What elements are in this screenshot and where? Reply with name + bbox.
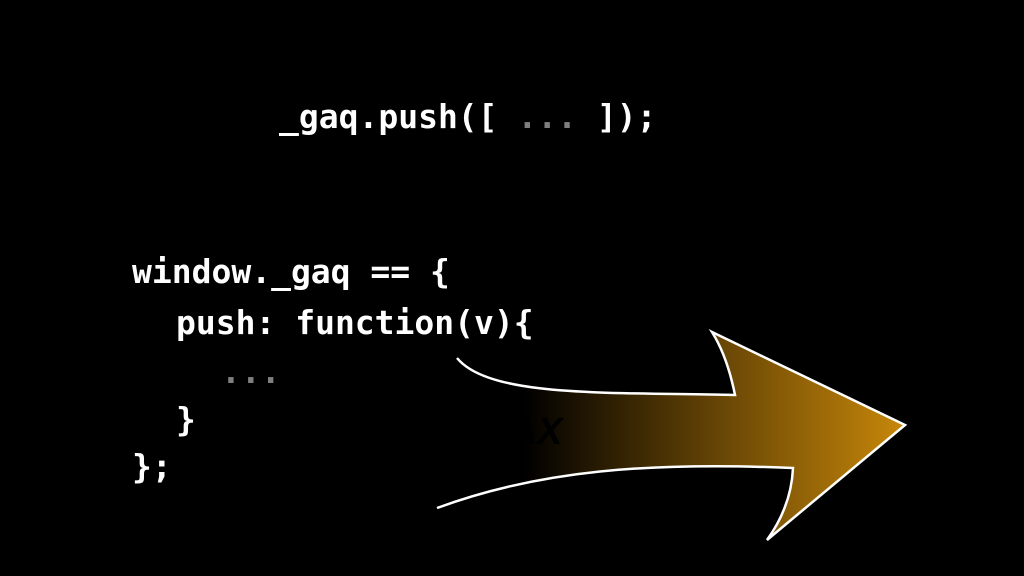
top-code-prefix: _gaq.push([	[279, 97, 518, 136]
code-line-window-gaq: window._gaq == {	[132, 252, 450, 291]
code-line-push-function: push: function(v){	[176, 303, 534, 342]
top-code-ellipsis: ...	[517, 97, 578, 136]
ajax-label: AJAX	[461, 411, 563, 453]
code-line-ellipsis: ...	[221, 352, 281, 391]
arrow-shape	[437, 332, 905, 540]
top-code-line: _gaq.push([ ... ]);	[279, 97, 657, 137]
top-code-suffix: ]);	[577, 97, 657, 136]
code-line-close-brace: }	[176, 400, 196, 439]
arrow-outline	[436, 328, 908, 541]
code-line-close-object: };	[132, 447, 172, 486]
